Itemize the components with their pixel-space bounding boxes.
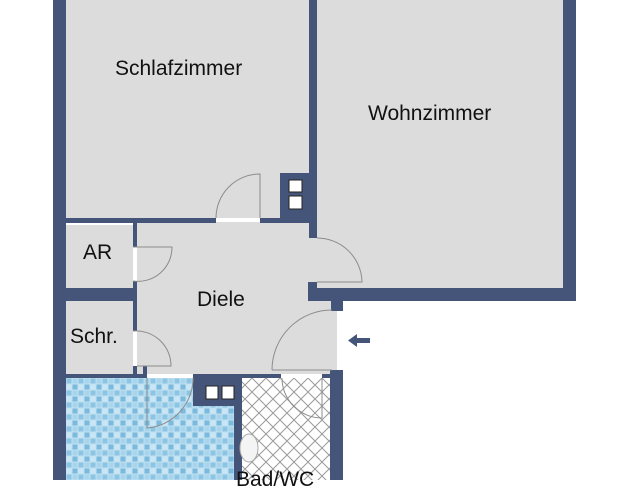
- toilet-icon: [239, 433, 259, 463]
- door-schrank: [132, 330, 172, 367]
- door-swings: [132, 173, 363, 429]
- shaft-icon: [205, 179, 303, 400]
- wohnzimmer-floor: [317, 0, 563, 288]
- schlafzimmer-floor: [66, 0, 309, 218]
- door-bad: [146, 377, 194, 429]
- wc-floor: [240, 378, 330, 480]
- ar-floor: [66, 225, 133, 288]
- room-label-wohnzimmer: Wohnzimmer: [368, 102, 492, 125]
- door-wc: [281, 377, 323, 419]
- door-entrance: [271, 309, 333, 371]
- room-label-diele: Diele: [197, 288, 245, 311]
- door-schlafzimmer: [215, 173, 261, 219]
- floor-plan: Schlafzimmer Wohnzimmer AR Diele Schr. B…: [53, 0, 576, 491]
- room-label-wc: Bad/WC: [236, 468, 315, 491]
- schrank-floor: [66, 301, 133, 374]
- room-label-schlafzimmer: Schlafzimmer: [115, 57, 243, 80]
- arrow-left-icon: [348, 334, 370, 347]
- room-label-ar: AR: [83, 241, 113, 264]
- room-label-schrank: Schr.: [70, 325, 118, 348]
- door-ar: [132, 246, 173, 282]
- door-wohnzimmer: [316, 237, 363, 283]
- walls: [53, 0, 576, 480]
